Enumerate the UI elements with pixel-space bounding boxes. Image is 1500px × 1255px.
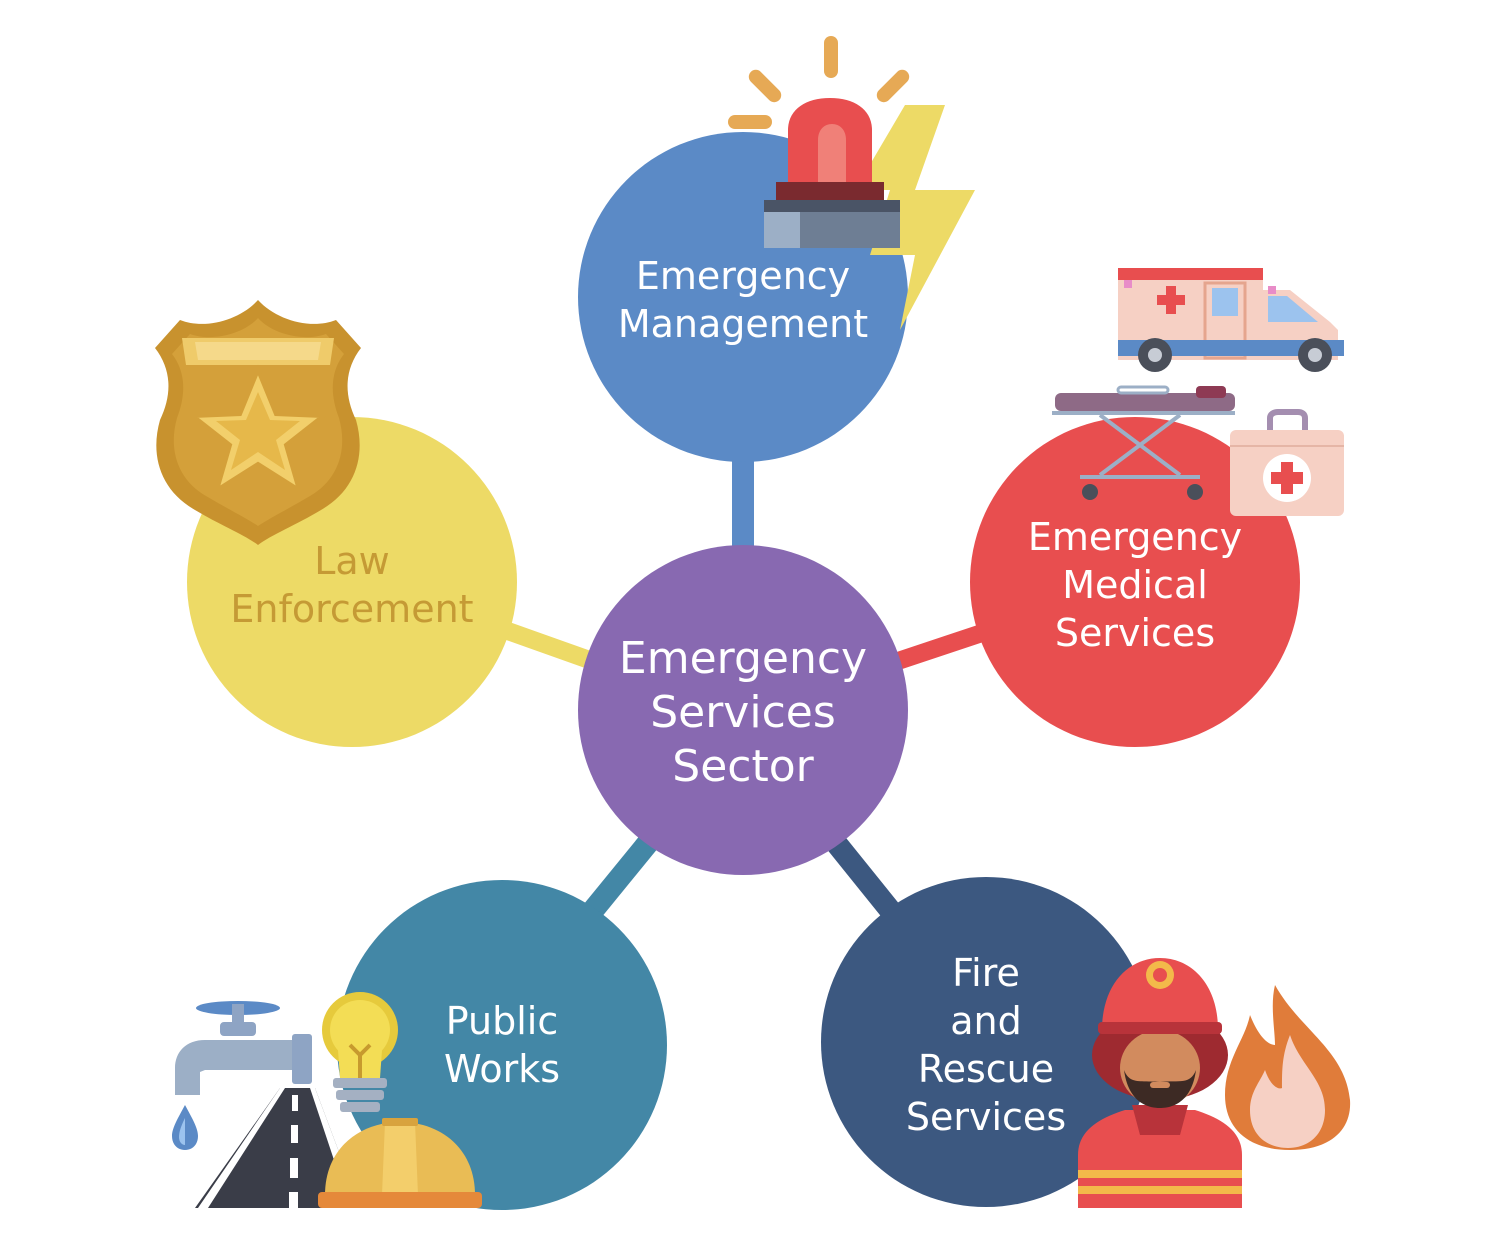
connector-emergency-medical-services (895, 632, 985, 662)
label-line: Emergency (1028, 515, 1242, 559)
firefighter-flame-icon (1078, 958, 1350, 1208)
label-line: Emergency (636, 254, 850, 298)
ambulance-stretcher-firstaid-icon (1052, 268, 1344, 516)
label-line: Rescue (918, 1047, 1054, 1091)
connector-law-enforcement (505, 630, 595, 662)
label-line: Medical (1062, 563, 1208, 607)
center-label-line: Services (650, 687, 836, 738)
label-line: Management (618, 302, 868, 346)
label-line: Fire (952, 951, 1020, 995)
connector-public-works (590, 838, 652, 914)
label-line: Public (446, 999, 558, 1043)
center-label-line: Emergency (619, 633, 867, 684)
label-line: Law (314, 539, 390, 583)
label-line: Works (444, 1047, 560, 1091)
label-line: and (950, 999, 1022, 1043)
center-label-line: Sector (672, 741, 814, 792)
label-line: Services (1055, 611, 1215, 655)
label-line: Enforcement (230, 587, 473, 631)
label-line: Services (906, 1095, 1066, 1139)
connector-fire-and-rescue-services (832, 838, 890, 910)
